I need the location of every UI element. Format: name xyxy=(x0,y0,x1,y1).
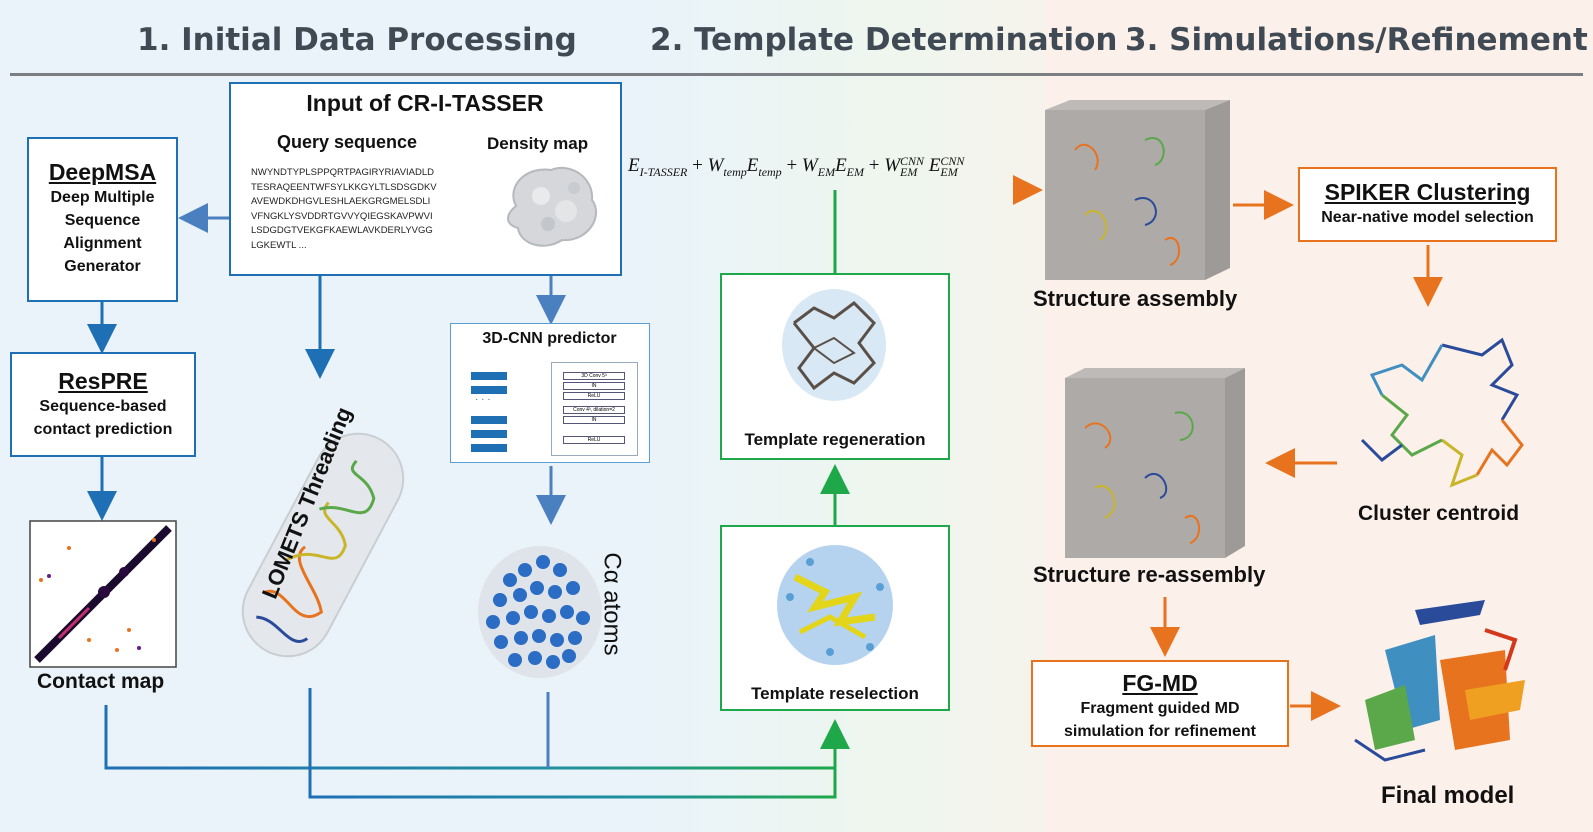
cnn-predictor-box: 3D-CNN predictor · · · 3D Conv 5³ IN ReL… xyxy=(450,323,650,463)
cnn-layer-4: Conv 4³, dilation=2 xyxy=(563,406,625,414)
fgmd-box: FG-MD Fragment guided MD simulation for … xyxy=(1031,660,1289,747)
contact-map-image xyxy=(29,520,177,668)
phase1-header: 1. Initial Data Processing xyxy=(137,22,577,58)
eq-e-cnn-sup: CNN xyxy=(940,153,965,168)
cnn-layer-3: ReLU xyxy=(563,392,625,400)
cnn-block-4 xyxy=(471,430,507,438)
eq-w-cnn: W xyxy=(884,155,901,176)
input-box: Input of CR-I-TASSER Query sequence Dens… xyxy=(229,82,622,276)
cnn-layer-1: 3D Conv 5³ xyxy=(563,372,625,380)
cnn-block-5 xyxy=(471,444,507,452)
respre-box: ResPRE Sequence-based contact prediction xyxy=(10,352,196,457)
cnn-predictor-title: 3D-CNN predictor xyxy=(482,330,617,347)
respre-line-2: contact prediction xyxy=(33,421,173,438)
ca-atoms-label: Cα atoms xyxy=(598,552,626,656)
phase2-header: 2. Template Determination xyxy=(650,22,1118,58)
fgmd-title: FG-MD xyxy=(1122,670,1198,696)
query-sequence-label: Query sequence xyxy=(277,132,418,152)
phase3-header: 3. Simulations/Refinement xyxy=(1125,22,1588,58)
eq-e-temp-sub: temp xyxy=(758,164,782,179)
eq-plus-1: + xyxy=(692,155,703,176)
deepmsa-title: DeepMSA xyxy=(48,159,157,185)
spiker-clustering-box: SPIKER Clustering Near-native model sele… xyxy=(1298,167,1557,242)
cnn-layer-5: IN xyxy=(563,416,625,424)
cluster-centroid-image xyxy=(1360,337,1524,488)
query-sequence: NWYNDTYPLSPPQRTPAGIRYRIAVIADLD TESRAQEEN… xyxy=(251,167,437,251)
spiker-title: SPIKER Clustering xyxy=(1324,179,1531,205)
eq-e-em-sub: EM xyxy=(846,164,864,179)
cnn-block-3 xyxy=(471,416,507,424)
cnn-layer-6: ReLU xyxy=(563,436,625,444)
spiker-sub: Near-native model selection xyxy=(1321,209,1534,226)
ca-atoms-image xyxy=(478,546,602,678)
fgmd-line-2: simulation for refinement xyxy=(1063,723,1257,740)
structure-reassembly-label: Structure re-assembly xyxy=(1033,562,1266,587)
final-model-image xyxy=(1354,600,1525,762)
cnn-layer-2: IN xyxy=(563,382,625,390)
cnn-dots: · · · xyxy=(475,394,491,405)
template-regeneration-box: Template regeneration xyxy=(720,273,950,460)
structure-assembly-cube xyxy=(1045,100,1230,280)
fgmd-line-1: Fragment guided MD xyxy=(1080,700,1240,717)
respre-line-1: Sequence-based xyxy=(39,398,167,415)
template-reselection-box: Template reselection xyxy=(720,525,950,711)
eq-plus-3: + xyxy=(868,155,880,176)
eq-w-em: W xyxy=(801,155,818,176)
deepmsa-box: DeepMSA Deep Multiple Sequence Alignment… xyxy=(27,137,178,302)
cnn-block-1 xyxy=(471,372,507,380)
template-regeneration-image xyxy=(782,289,886,401)
eq-e-itasser: E xyxy=(628,155,640,176)
template-regeneration-label: Template regeneration xyxy=(744,430,926,449)
eq-e-temp: E xyxy=(746,155,759,176)
structure-reassembly-cube xyxy=(1065,368,1245,558)
eq-e-itasser-sub: I-TASSER xyxy=(639,164,688,179)
eq-plus-2: + xyxy=(786,155,798,176)
deepmsa-line-4: Generator xyxy=(64,258,141,275)
deepmsa-line-1: Deep Multiple xyxy=(50,189,155,206)
template-reselection-image xyxy=(777,545,893,665)
eq-e-em: E xyxy=(835,155,847,176)
eq-w-temp-sub: temp xyxy=(723,164,747,179)
contact-map-label: Contact map xyxy=(37,670,165,693)
density-map-label: Density map xyxy=(487,134,589,153)
eq-e-cnn: E xyxy=(928,155,941,176)
structure-assembly-label: Structure assembly xyxy=(1033,286,1238,311)
eq-w-cnn-sup: CNN xyxy=(900,153,925,168)
respre-title: ResPRE xyxy=(58,368,148,394)
input-title: Input of CR-I-TASSER xyxy=(306,90,544,116)
eq-w-em-sub: EM xyxy=(817,164,836,179)
deepmsa-line-2: Sequence xyxy=(64,212,141,229)
eq-w-temp: W xyxy=(707,155,724,176)
density-map-image xyxy=(507,167,598,247)
template-reselection-label: Template reselection xyxy=(751,684,919,703)
deepmsa-line-3: Alignment xyxy=(63,235,142,252)
cnn-detail-panel xyxy=(551,362,638,456)
header-divider xyxy=(10,73,1583,76)
cluster-centroid-label: Cluster centroid xyxy=(1358,502,1520,525)
lomets-threading-image xyxy=(241,432,405,658)
cnn-block-2 xyxy=(471,386,507,394)
eq-w-cnn-sub: EM xyxy=(900,164,918,179)
final-model-label: Final model xyxy=(1381,782,1515,809)
eq-e-cnn-sub: EM xyxy=(940,164,958,179)
